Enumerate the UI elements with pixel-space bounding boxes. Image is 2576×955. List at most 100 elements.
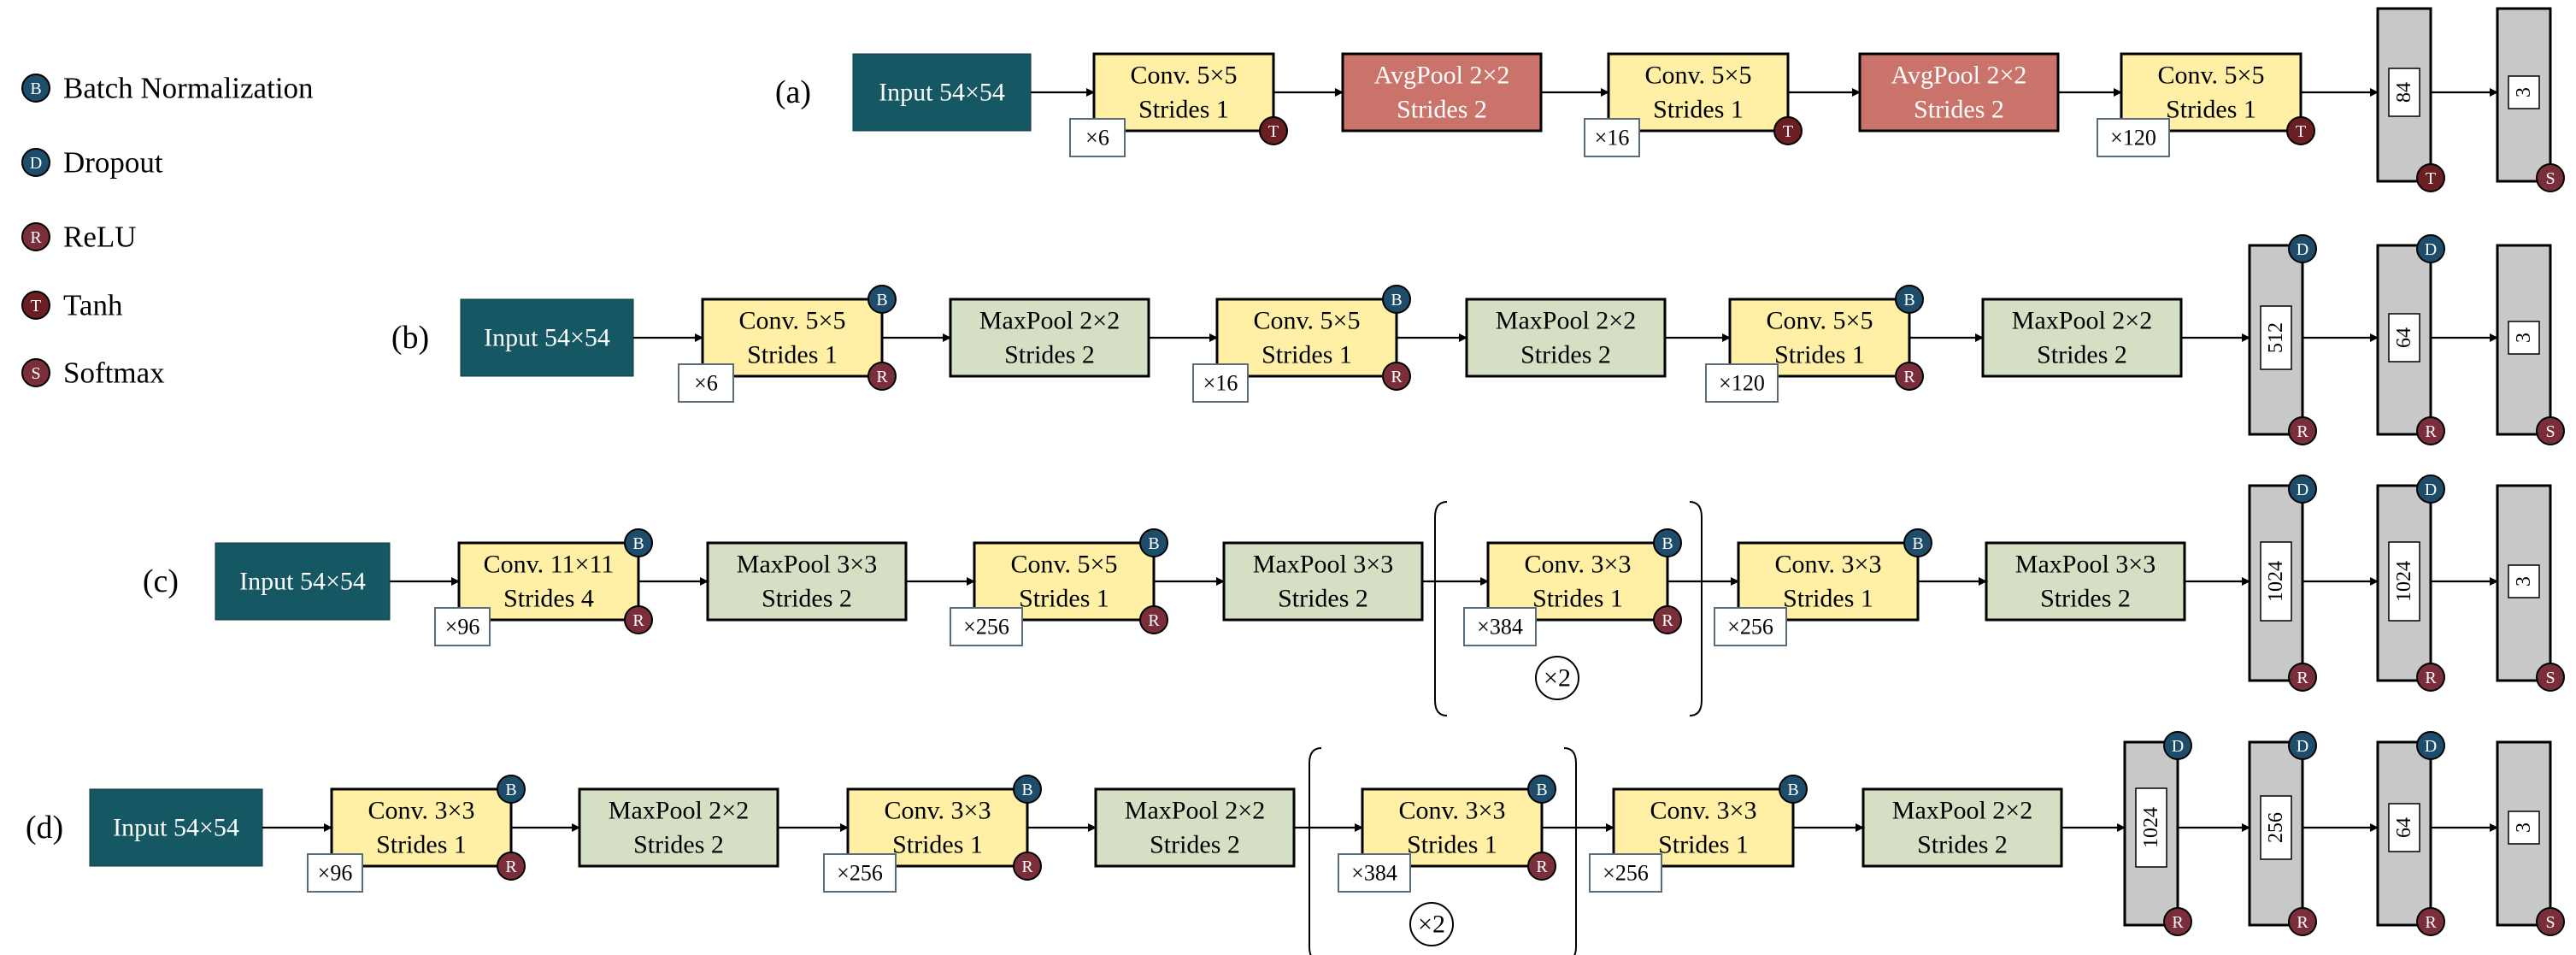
filter-count: ×120 (2110, 126, 2156, 150)
relu-badge: R (497, 852, 526, 881)
legend-label: Batch Normalization (63, 72, 314, 105)
filter-count: ×256 (963, 615, 1009, 640)
block-strides: Strides 1 (892, 831, 983, 859)
relu-badge: R (2416, 907, 2445, 936)
relu-badge: R (1653, 605, 1682, 634)
badge-letter: R (632, 611, 644, 630)
badge-letter: B (1787, 781, 1798, 799)
badge-letter: B (30, 80, 41, 98)
block-strides: Strides 2 (2040, 585, 2131, 613)
filter-count: ×256 (1727, 615, 1773, 640)
badge-letter: R (2297, 422, 2308, 441)
badge-letter: B (1903, 291, 1914, 309)
dense-units: 1024 (2140, 807, 2162, 848)
legend-label: Tanh (63, 289, 123, 322)
softmax-badge: S (2536, 663, 2565, 692)
relu-badge: R (1527, 852, 1556, 881)
legend-item: T Tanh (21, 289, 123, 322)
block-title: Conv. 11×11 (484, 551, 615, 579)
dense-box (2376, 7, 2432, 183)
block-strides: Strides 1 (1532, 585, 1623, 613)
block-strides: Strides 1 (1407, 831, 1497, 859)
block-strides: Strides 1 (747, 341, 838, 369)
badge-letter: R (876, 368, 888, 386)
dropout-badge: D (2288, 234, 2317, 263)
block-title: Conv. 5×5 (739, 307, 846, 335)
block-title: MaxPool 2×2 (2012, 307, 2152, 335)
block-title: MaxPool 2×2 (1496, 307, 1636, 335)
dense-units-box (2388, 803, 2420, 852)
block-strides: Strides 2 (2037, 341, 2127, 369)
softmax-badge: S (2536, 416, 2565, 445)
block-strides: Strides 2 (1150, 831, 1240, 859)
block-title: MaxPool 2×2 (609, 797, 749, 825)
block-title: MaxPool 3×3 (2015, 551, 2155, 579)
badge-letter: D (2297, 480, 2308, 499)
block-title: Conv. 3×3 (885, 797, 991, 825)
maxpool-box (949, 298, 1150, 378)
softmax-badge: S (21, 358, 50, 387)
softmax-badge: S (2536, 907, 2565, 936)
filter-count-box (950, 607, 1023, 646)
tanh-badge: T (21, 291, 50, 320)
block-title: Conv. 5×5 (2158, 62, 2265, 90)
dense-units: 64 (2393, 327, 2415, 348)
badge-letter: S (2545, 422, 2555, 441)
dense-units-box (2388, 313, 2420, 363)
tanh-badge: T (2286, 116, 2315, 145)
filter-count: ×6 (694, 371, 718, 396)
dense-layer: 84T (2376, 7, 2445, 192)
input-box (852, 53, 1032, 132)
badge-letter: B (1536, 781, 1547, 799)
dropout-badge: D (21, 148, 50, 177)
tanh-badge: T (1773, 116, 1803, 145)
repeat-bracket-left (1309, 747, 1322, 955)
relu-badge: R (21, 222, 50, 251)
batch-norm-badge: B (867, 285, 897, 314)
legend-label: Dropout (63, 146, 163, 180)
filter-count: ×384 (1351, 861, 1397, 886)
maxpool-box (1094, 787, 1296, 868)
batch-norm-badge: B (1139, 528, 1168, 557)
badge-letter: R (505, 858, 517, 876)
filter-count-box (434, 607, 491, 646)
dense-layer: 3S (2496, 740, 2565, 936)
legend-item: D Dropout (21, 146, 163, 180)
badge-letter: T (1783, 122, 1793, 141)
badge-letter: D (2425, 737, 2437, 756)
block-strides: Strides 1 (1774, 341, 1865, 369)
dense-units: 3 (2513, 822, 2535, 833)
filter-count-box (1705, 363, 1779, 403)
badge-letter: T (2296, 122, 2306, 141)
dense-units: 256 (2265, 812, 2287, 843)
batch-norm-badge: B (624, 528, 653, 557)
legend-label: Softmax (63, 357, 165, 390)
batch-norm-badge: B (1895, 285, 1924, 314)
filter-count-box (307, 853, 363, 893)
badge-letter: B (1391, 291, 1402, 309)
badge-letter: S (31, 364, 40, 383)
block-title: Conv. 5×5 (1254, 307, 1361, 335)
badge-letter: R (1903, 368, 1915, 386)
badge-letter: D (2297, 240, 2308, 259)
dense-layer: 3S (2496, 7, 2565, 192)
dense-layer: 3S (2496, 484, 2565, 692)
filter-count: ×256 (1603, 861, 1649, 886)
badge-letter: R (1536, 858, 1548, 876)
block-strides: Strides 1 (1019, 585, 1109, 613)
block-strides: Strides 2 (1914, 96, 2004, 124)
badge-letter: R (1148, 611, 1160, 630)
batch-norm-badge: B (497, 775, 526, 804)
